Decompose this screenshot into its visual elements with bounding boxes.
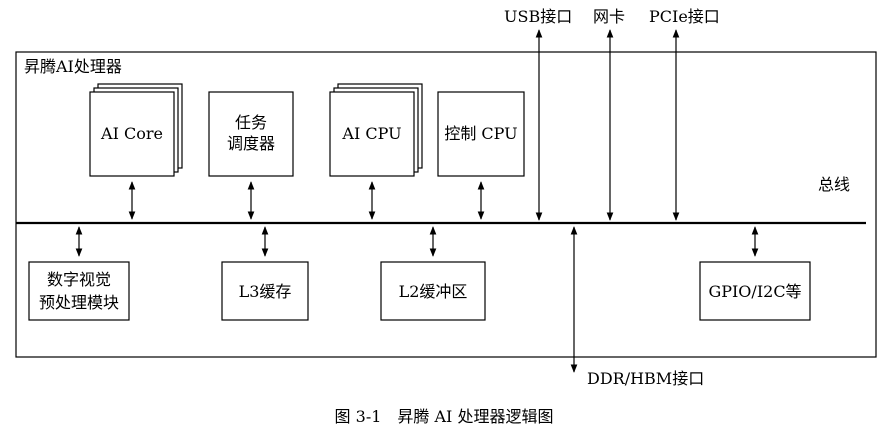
l3-cache-box [221, 261, 309, 321]
task-scheduler-label-2: 调度器 [227, 134, 275, 153]
ai-cpu-block: AI CPU [329, 83, 423, 177]
ddr-hbm-label: DDR/HBM接口 [587, 369, 704, 388]
ai-core-block: AI Core [89, 83, 183, 177]
l2-buffer-label: L2缓冲区 [399, 282, 468, 301]
task-scheduler-box [208, 91, 294, 177]
ai-core-box [89, 91, 175, 177]
figure-caption: 图 3-1 昇腾 AI 处理器逻辑图 [335, 407, 554, 426]
ai-core-label: AI Core [100, 124, 163, 143]
task-scheduler-label-1: 任务 [235, 113, 267, 132]
gpio-block: GPIO/I2C等 [699, 261, 811, 321]
dvpp-label-2: 预处理模块 [39, 293, 119, 312]
control-cpu-box [437, 91, 525, 177]
l2-buffer-block: L2缓冲区 [380, 261, 486, 321]
control-cpu-label: 控制 CPU [444, 124, 517, 143]
usb-label: USB接口 [504, 7, 572, 26]
ai-cpu-label: AI CPU [341, 124, 401, 143]
bus-label: 总线 [818, 175, 850, 194]
l2-buffer-box [380, 261, 486, 321]
gpio-label: GPIO/I2C等 [708, 282, 801, 301]
gpio-box [699, 261, 811, 321]
control-cpu-block: 控制 CPU [437, 91, 525, 177]
l3-cache-block: L3缓存 [221, 261, 309, 321]
task-scheduler-block: 任务 调度器 [208, 91, 294, 177]
dvpp-box [28, 261, 130, 321]
dvpp-block: 数字视觉 预处理模块 [28, 261, 130, 321]
pcie-label: PCIe接口 [649, 7, 720, 26]
nic-label: 网卡 [593, 7, 625, 26]
ai-cpu-box [329, 91, 415, 177]
processor-title: 昇腾AI处理器 [24, 57, 122, 76]
dvpp-label-1: 数字视觉 [47, 270, 111, 289]
l3-cache-label: L3缓存 [239, 282, 292, 301]
